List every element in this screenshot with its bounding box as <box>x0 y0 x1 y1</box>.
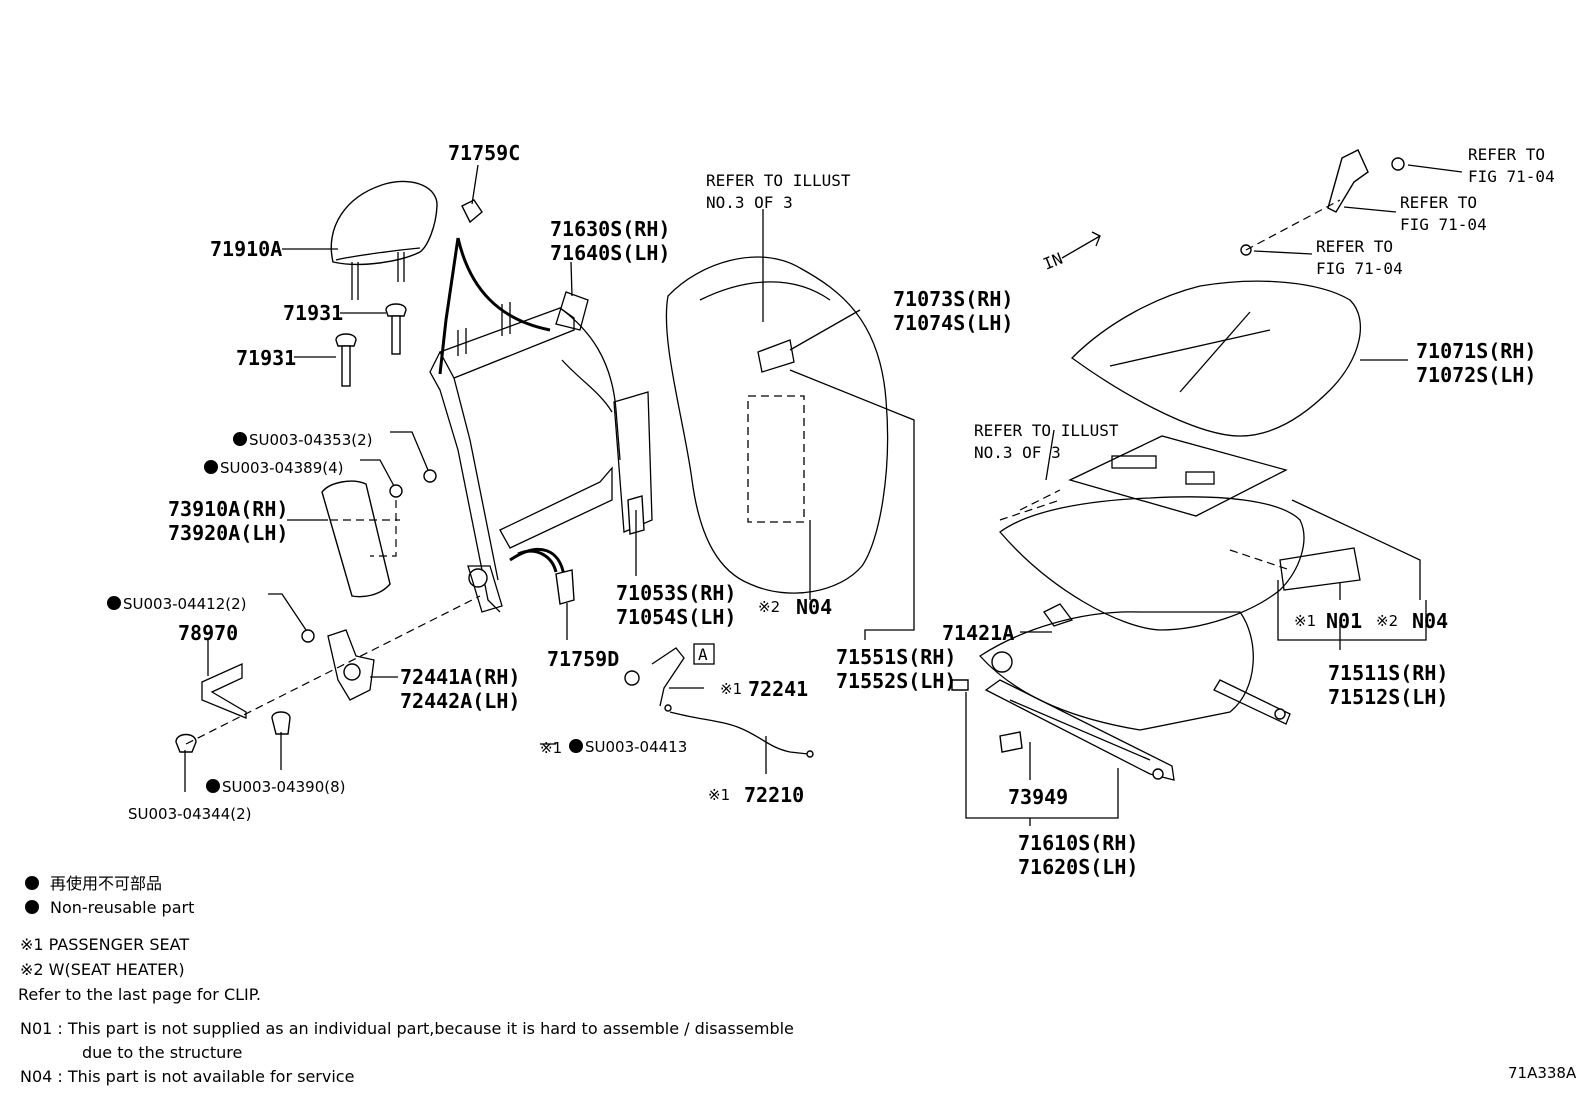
legend-non-reusable-en: Non-reusable part <box>50 898 194 917</box>
non-reusable-dot <box>233 432 247 446</box>
seat-track-drawing <box>951 679 1291 781</box>
legend-dot-jp <box>25 876 39 890</box>
label-73910a-rh: 73910A(RH) <box>168 497 288 521</box>
label-su003-04412: SU003-04412(2) <box>123 595 247 613</box>
recliner-drawing <box>327 629 375 701</box>
seat-cushion-cover-drawing <box>1071 280 1362 437</box>
label-72442a-lh: 72442A(LH) <box>400 689 520 713</box>
label-71054s-lh: 71054S(LH) <box>616 605 736 629</box>
figure-code: 71A338A <box>1508 1064 1577 1082</box>
label-n01: N01 <box>1326 609 1362 633</box>
label-71552s-lh: 71552S(LH) <box>836 669 956 693</box>
label-71931-lower: 71931 <box>236 346 296 370</box>
legend-passenger-seat: ※1 PASSENGER SEAT <box>20 935 189 954</box>
non-reusable-dot <box>107 596 121 610</box>
ref-fig-2-line1: REFER TO <box>1400 193 1477 212</box>
label-71910a: 71910A <box>210 237 282 261</box>
mark-k2-n04-back: ※2 <box>758 598 780 616</box>
legend-clip-note: Refer to the last page for CLIP. <box>18 985 261 1004</box>
seat-back-frame-drawing <box>429 237 653 613</box>
mark-k1-72210: ※1 <box>708 786 730 804</box>
label-su003-04344: SU003-04344(2) <box>128 805 252 823</box>
note-n01-line2: due to the structure <box>82 1043 242 1062</box>
clip-drawing-top <box>461 199 483 224</box>
label-71053s-rh: 71053S(RH) <box>616 581 736 605</box>
label-71759d: 71759D <box>547 647 619 671</box>
label-su003-04389: SU003-04389(4) <box>220 459 344 477</box>
non-reusable-dot <box>204 460 218 474</box>
mark-k1-n01: ※1 <box>1294 612 1316 630</box>
label-71511s-rh: 71511S(RH) <box>1328 661 1448 685</box>
label-71759c: 71759C <box>448 141 520 165</box>
ref-fig-3-line1: REFER TO <box>1316 237 1393 256</box>
label-73949: 73949 <box>1008 785 1068 809</box>
label-su003-04413: SU003-04413 <box>585 738 687 756</box>
label-n04-seat: N04 <box>1412 609 1448 633</box>
label-72441a-rh: 72441A(RH) <box>400 665 520 689</box>
side-panel-drawing <box>321 480 391 598</box>
legend-dot-en <box>25 900 39 914</box>
ref-illust-back-line2: NO.3 OF 3 <box>706 193 793 212</box>
seat-heater-pad-drawing <box>1068 435 1288 517</box>
label-71512s-lh: 71512S(LH) <box>1328 685 1448 709</box>
ref-fig-1-line2: FIG 71-04 <box>1468 167 1555 186</box>
label-71071s-rh: 71071S(RH) <box>1416 339 1536 363</box>
seat-back-cushion-drawing <box>665 256 889 594</box>
label-72241: 72241 <box>748 677 808 701</box>
non-reusable-dot <box>206 779 220 793</box>
in-direction-label: IN <box>1040 249 1065 274</box>
ref-fig-1-line1: REFER TO <box>1468 145 1545 164</box>
label-su003-04390: SU003-04390(8) <box>222 778 346 796</box>
seat-cushion-pad-drawing <box>999 496 1361 631</box>
detail-box-a <box>693 643 715 665</box>
label-71640s-lh: 71640S(LH) <box>550 241 670 265</box>
legend: 再使用不可部品 Non-reusable part ※1 PASSENGER S… <box>18 874 794 1086</box>
ref-illust-back-line1: REFER TO ILLUST <box>706 171 851 190</box>
note-n04: N04 : This part is not available for ser… <box>20 1067 354 1086</box>
label-71074s-lh: 71074S(LH) <box>893 311 1013 335</box>
ref-fig-2-line2: FIG 71-04 <box>1400 215 1487 234</box>
mark-k1-su04413: ※1 <box>540 739 562 757</box>
ref-fig-3-line2: FIG 71-04 <box>1316 259 1403 278</box>
label-su003-04353: SU003-04353(2) <box>249 431 373 449</box>
label-71931-upper: 71931 <box>283 301 343 325</box>
non-reusable-dot <box>569 739 583 753</box>
label-71551s-rh: 71551S(RH) <box>836 645 956 669</box>
label-71620s-lh: 71620S(LH) <box>1018 855 1138 879</box>
detail-box-a-label: A <box>698 645 708 664</box>
reference-labels: REFER TO ILLUST NO.3 OF 3 REFER TO ILLUS… <box>693 145 1555 665</box>
leader-lines <box>184 164 1463 826</box>
ref-illust-seat-line1: REFER TO ILLUST <box>974 421 1119 440</box>
label-71072s-lh: 71072S(LH) <box>1416 363 1536 387</box>
nuts-drawing <box>175 469 640 753</box>
part-number-labels: 71759C 71910A 71931 71931 71630S(RH) 716… <box>107 141 1536 879</box>
mark-k1-72241: ※1 <box>720 680 742 698</box>
mark-k2-n04-seat: ※2 <box>1376 612 1398 630</box>
label-71610s-rh: 71610S(RH) <box>1018 831 1138 855</box>
label-71421a: 71421A <box>942 621 1014 645</box>
headrest-guide-drawing <box>335 303 407 387</box>
note-n01-line1: N01 : This part is not supplied as an in… <box>20 1019 794 1038</box>
cable-drawing <box>651 647 814 758</box>
legend-seat-heater: ※2 W(SEAT HEATER) <box>20 960 185 979</box>
label-71630s-rh: 71630S(RH) <box>550 217 670 241</box>
ref-illust-seat-line2: NO.3 OF 3 <box>974 443 1061 462</box>
label-71073s-rh: 71073S(RH) <box>893 287 1013 311</box>
label-72210: 72210 <box>744 783 804 807</box>
legend-non-reusable-jp: 再使用不可部品 <box>50 874 162 893</box>
label-73920a-lh: 73920A(LH) <box>168 521 288 545</box>
bracket-drawing <box>201 662 247 719</box>
headrest-drawing <box>330 180 438 300</box>
assembly-dashed-lines <box>185 199 1341 745</box>
label-n04-back: N04 <box>796 595 832 619</box>
label-78970: 78970 <box>178 621 238 645</box>
